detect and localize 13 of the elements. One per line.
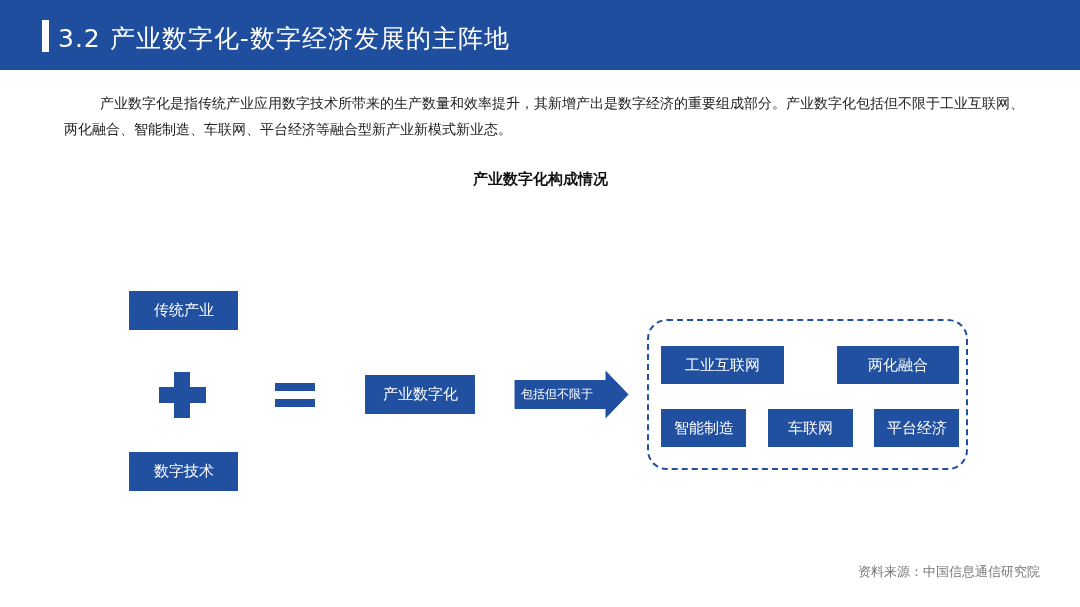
- category-box: 车联网: [768, 409, 853, 447]
- source-note: 资料来源：中国信息通信研究院: [858, 564, 1040, 581]
- chart-title: 产业数字化构成情况: [472, 170, 608, 189]
- slide-title: 3.2 产业数字化-数字经济发展的主阵地: [58, 23, 510, 55]
- description-paragraph: 产业数字化是指传统产业应用数字技术所带来的生产数量和效率提升，其新增产出是数字经济的重要组成部分。产业数字化包括但不限于工业互联网、两化融合、智能制造、车联网、平台经济等融合型新产业新模式新业态。: [64, 94, 1024, 139]
- dashed-group-frame: [647, 319, 968, 470]
- category-box: 传统产业: [129, 291, 238, 330]
- category-box: 智能制造: [661, 409, 746, 447]
- category-box: 工业互联网: [661, 346, 784, 384]
- category-box: 平台经济: [874, 409, 959, 447]
- category-box: 两化融合: [837, 346, 959, 384]
- category-box: 数字技术: [129, 452, 238, 491]
- category-box: 产业数字化: [365, 375, 475, 414]
